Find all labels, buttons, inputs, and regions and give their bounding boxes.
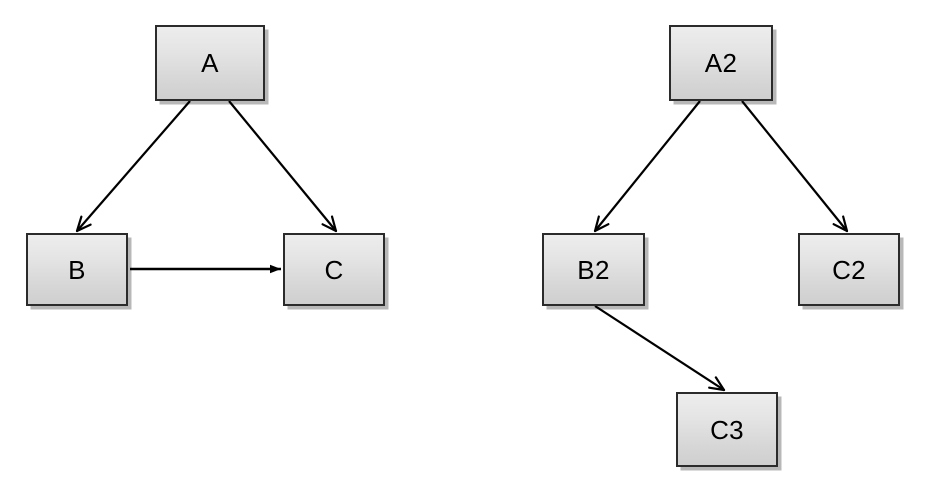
node-c2[interactable]: C2 — [798, 233, 900, 306]
edge-line-A2-C2 — [741, 100, 848, 232]
node-label-a2: A2 — [704, 48, 738, 78]
edge-line-A-B — [76, 100, 191, 232]
node-a[interactable]: A — [155, 25, 265, 101]
edge-arrowhead-A2-B2 — [593, 215, 610, 233]
edge-arrowhead-A-C — [321, 215, 338, 233]
edge-line-A-C — [228, 100, 337, 232]
edge-arrowhead-A-B — [75, 215, 92, 233]
node-label-b: B — [68, 254, 86, 285]
node-label-c2: C2 — [832, 254, 866, 285]
edge-arrowhead-B2-C3 — [708, 376, 726, 392]
edge-arrowhead-B-C — [270, 264, 281, 274]
edge-line-A2-B2 — [594, 100, 701, 232]
node-b2[interactable]: B2 — [542, 233, 645, 306]
node-label-c3: C3 — [710, 414, 744, 445]
node-c3[interactable]: C3 — [676, 392, 778, 467]
node-c[interactable]: C — [283, 233, 385, 306]
edge-arrowhead-A2-C2 — [832, 215, 849, 233]
node-label-c: C — [324, 254, 344, 285]
node-a2[interactable]: A2 — [669, 25, 773, 101]
edge-line-B2-C3 — [594, 305, 725, 391]
node-label-b2: B2 — [577, 254, 610, 285]
node-label-a: A — [201, 48, 219, 78]
node-b[interactable]: B — [26, 233, 128, 306]
